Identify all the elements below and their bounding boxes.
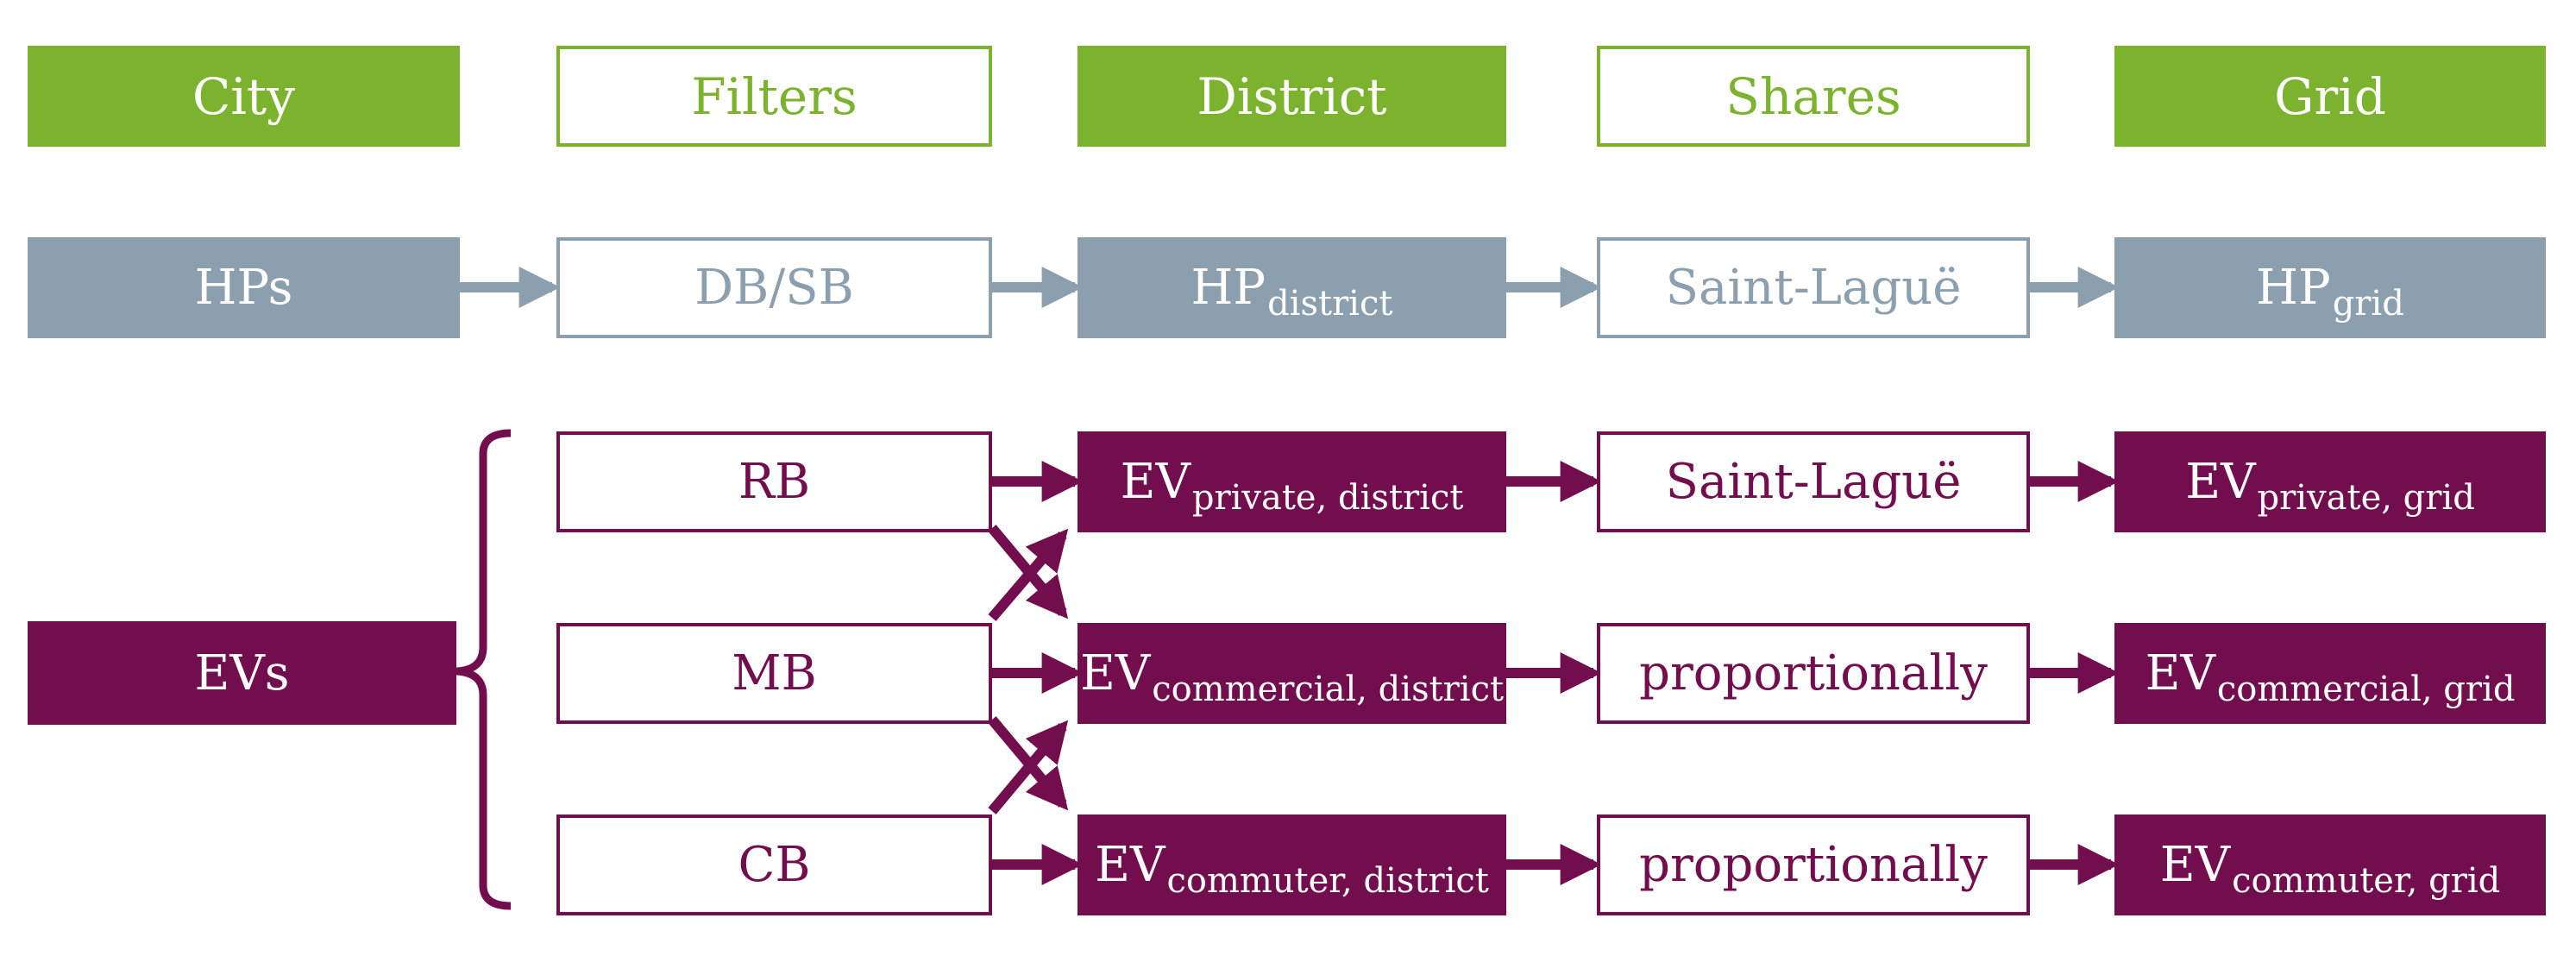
ev-commuter-district-sub: commuter, district <box>1166 860 1489 901</box>
ev-commuter-district-main: EV <box>1095 837 1165 893</box>
ev-private-grid-sub: private, grid <box>2257 477 2475 518</box>
header-shares: Shares <box>1597 46 2030 147</box>
ev-commuter-grid-main: EV <box>2159 837 2231 893</box>
ev-commercial-district-sub: commercial, district <box>1152 669 1505 709</box>
hp-grid-sub: grid <box>2332 283 2404 324</box>
hp-saintlague-box: Saint-Laguë <box>1597 237 2030 338</box>
arrow-mb-to-ev-private <box>988 528 1069 621</box>
arrow-cb-to-ev-commercial <box>988 720 1069 814</box>
mb-filter-box: MB <box>556 623 992 724</box>
ev-private-grid-main: EV <box>2185 454 2256 510</box>
hp-district-main: HP <box>1191 260 1266 316</box>
cb-filter-box: CB <box>556 814 992 915</box>
ev-private-share-box: Saint-Laguë <box>1597 431 2030 532</box>
ev-commuter-grid-sub: commuter, grid <box>2232 860 2501 901</box>
dbsb-filter-box: DB/SB <box>556 237 992 338</box>
ev-commercial-district-main: EV <box>1079 645 1151 701</box>
ev-commercial-grid-main: EV <box>2145 645 2215 701</box>
rb-filter-box: RB <box>556 431 992 532</box>
header-grid: Grid <box>2114 46 2546 147</box>
hp-district-sub: district <box>1267 283 1393 324</box>
ev-private-district-sub: private, district <box>1191 477 1464 518</box>
hps-box: HPs <box>28 237 460 338</box>
header-district: District <box>1078 46 1506 147</box>
ev-commercial-grid-sub: commercial, grid <box>2216 669 2516 709</box>
header-filters: Filters <box>556 46 992 147</box>
ev-commuter-share-box: proportionally <box>1597 814 2030 915</box>
evs-brace <box>453 429 512 910</box>
ev-commercial-share-box: proportionally <box>1597 623 2030 724</box>
hp-grid-main: HP <box>2256 260 2331 316</box>
ev-private-district-main: EV <box>1120 454 1191 510</box>
evs-box: EVs <box>28 621 456 725</box>
header-city: City <box>28 46 460 147</box>
